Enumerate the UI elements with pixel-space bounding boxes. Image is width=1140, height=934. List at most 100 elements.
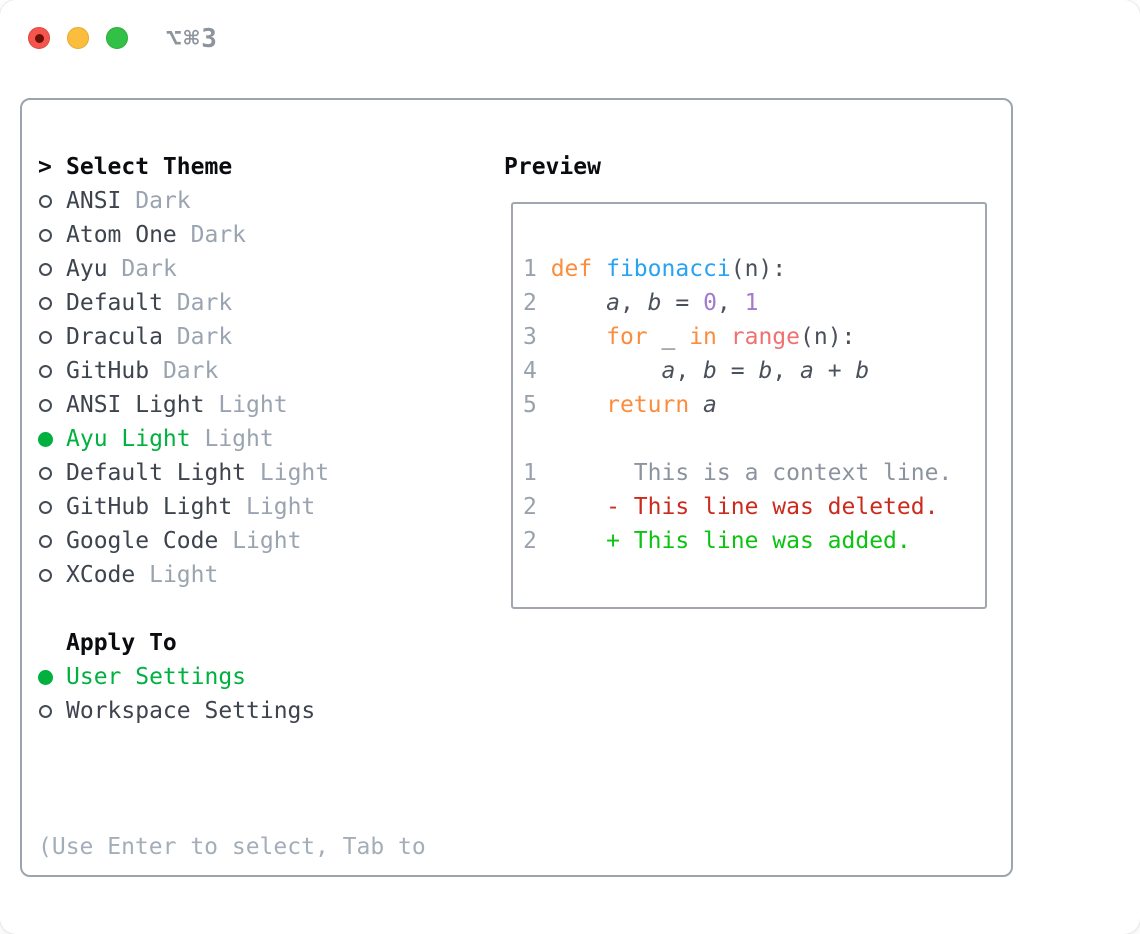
preview-header: Preview <box>504 154 601 180</box>
close-dot-icon <box>34 33 44 43</box>
theme-variant-tag: Light <box>232 528 302 554</box>
line-number: 2 <box>523 528 551 554</box>
radio-circle <box>39 704 52 718</box>
radio-icon <box>38 398 66 412</box>
theme-name: Ayu <box>66 256 108 282</box>
code-token: (n): <box>800 324 856 350</box>
line-number: 2 <box>523 494 551 520</box>
code-token: This is a context line. <box>550 460 953 486</box>
section-gap <box>38 592 426 626</box>
theme-label: Ayu Light Light <box>66 422 274 456</box>
code-token: b <box>703 358 717 384</box>
code-line: 1 This is a context line. <box>523 456 981 490</box>
code-token: in <box>689 324 717 350</box>
theme-label: ANSI Light Light <box>66 388 288 422</box>
code-token: a <box>606 290 620 316</box>
apply-label: Workspace Settings <box>66 694 315 728</box>
code-token <box>717 324 731 350</box>
theme-option-default-light[interactable]: Default Light Light <box>38 456 426 490</box>
section-gap <box>38 728 426 762</box>
code-token: _ <box>647 324 690 350</box>
theme-option-dracula[interactable]: Dracula Dark <box>38 320 426 354</box>
theme-name: Default <box>66 290 163 316</box>
code-token: a <box>703 392 717 418</box>
apply-option-workspace-settings[interactable]: Workspace Settings <box>38 694 426 728</box>
line-number: 1 <box>523 256 551 282</box>
apply-to-header: Apply To <box>38 626 426 660</box>
code-token: + This line was added. <box>550 528 911 554</box>
close-button[interactable] <box>28 27 50 49</box>
radio-icon <box>38 364 66 378</box>
code-token <box>551 358 662 384</box>
code-token: return <box>606 392 690 418</box>
code-line <box>523 422 981 456</box>
code-token: = <box>716 358 759 384</box>
code-line: 3 for _ in range(n): <box>523 320 981 354</box>
radio-icon <box>38 704 66 718</box>
radio-icon <box>38 194 66 208</box>
radio-circle <box>39 398 52 412</box>
theme-option-default[interactable]: Default Dark <box>38 286 426 320</box>
theme-option-xcode[interactable]: XCode Light <box>38 558 426 592</box>
theme-name: XCode <box>66 562 136 588</box>
line-number: 1 <box>523 460 551 486</box>
code-token: fibonacci <box>606 256 731 282</box>
theme-variant-tag: Dark <box>190 222 247 248</box>
theme-label: Dracula Dark <box>66 320 232 354</box>
theme-option-ansi-light[interactable]: ANSI Light Light <box>38 388 426 422</box>
apply-option-user-settings[interactable]: User Settings <box>38 660 426 694</box>
code-token <box>689 392 703 418</box>
line-number: 4 <box>523 358 551 384</box>
radio-icon <box>38 228 66 242</box>
theme-option-ansi[interactable]: ANSI Dark <box>38 184 426 218</box>
hint-line-1: (Use Enter to select, Tab to <box>38 834 426 860</box>
theme-option-github-light[interactable]: GitHub Light Light <box>38 490 426 524</box>
code-token: , <box>772 358 801 384</box>
theme-option-atom-one[interactable]: Atom One Dark <box>38 218 426 252</box>
code-token: 0 <box>703 290 717 316</box>
theme-option-google-code[interactable]: Google Code Light <box>38 524 426 558</box>
radio-selected-icon <box>38 669 66 685</box>
code-token <box>592 256 606 282</box>
line-number: 5 <box>523 392 551 418</box>
code-token: - This line was deleted. <box>550 494 939 520</box>
radio-circle <box>39 568 52 582</box>
maximize-button[interactable] <box>106 27 128 49</box>
code-token <box>551 290 606 316</box>
theme-label: Default Dark <box>66 286 232 320</box>
radio-icon <box>38 296 66 310</box>
radio-icon <box>38 466 66 480</box>
apply-label: User Settings <box>66 660 246 694</box>
code-token: b <box>647 290 662 316</box>
radio-circle <box>39 296 52 310</box>
keyboard-hint: (Use Enter to select, Tab to change focu… <box>38 762 426 934</box>
theme-option-github[interactable]: GitHub Dark <box>38 354 426 388</box>
theme-variant-tag: Light <box>246 494 316 520</box>
code-token: a <box>800 358 814 384</box>
code-token: def <box>550 256 593 282</box>
theme-variant-tag: Light <box>218 392 288 418</box>
code-line: 5 return a <box>523 388 981 422</box>
theme-name: ANSI Light <box>66 392 205 418</box>
code-token: b <box>855 358 870 384</box>
theme-option-ayu[interactable]: Ayu Dark <box>38 252 426 286</box>
radio-circle <box>39 534 52 548</box>
theme-label: Default Light Light <box>66 456 329 490</box>
code-line: 4 a, b = b, a + b <box>523 354 981 388</box>
code-token: a <box>661 358 676 384</box>
theme-label: ANSI Dark <box>66 184 191 218</box>
code-token: , <box>619 290 648 316</box>
radio-circle <box>38 669 53 685</box>
theme-variant-tag: Light <box>149 562 219 588</box>
code-token: for <box>606 324 648 350</box>
theme-label: XCode Light <box>66 558 218 592</box>
line-number: 3 <box>523 324 551 350</box>
apply-name: Workspace Settings <box>66 698 316 724</box>
radio-icon <box>38 500 66 514</box>
minimize-button[interactable] <box>67 27 89 49</box>
radio-circle <box>39 500 52 514</box>
theme-option-ayu-light[interactable]: Ayu Light Light <box>38 422 426 456</box>
